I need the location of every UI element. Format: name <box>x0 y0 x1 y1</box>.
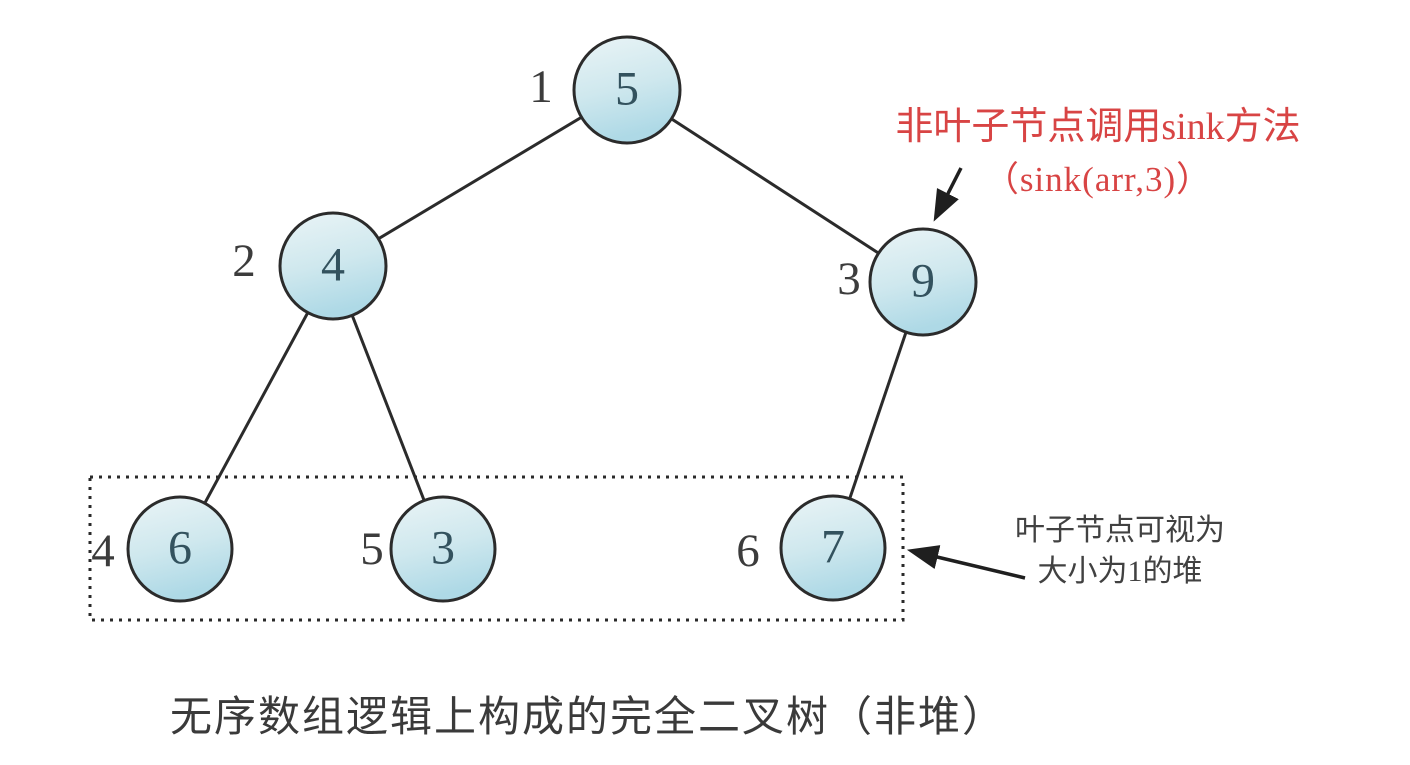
leaf-heap-annotation: 叶子节点可视为 大小为1的堆 <box>985 510 1255 593</box>
leaf-group-dotted-box <box>88 475 905 622</box>
node-value-6: 7 <box>821 520 845 574</box>
node-value-5: 3 <box>431 521 455 575</box>
node-circle-3 <box>389 495 497 603</box>
node-index-1: 1 <box>529 60 553 113</box>
node-index-6: 6 <box>736 524 760 577</box>
node-circle-root-5 <box>572 35 682 145</box>
sink-annotation-line1: 非叶子节点调用sink方法 <box>895 106 1301 148</box>
edge-1-3 <box>626 88 924 284</box>
node-value-3: 9 <box>911 254 935 308</box>
sink-annotation-line2: （sink(arr,3)） <box>983 159 1213 199</box>
node-value-1: 5 <box>615 62 639 116</box>
diagram-caption: 无序数组逻辑上构成的完全二叉树（非堆） <box>170 695 1007 741</box>
node-value-4: 6 <box>168 521 192 575</box>
tree-node-circles <box>126 35 978 603</box>
node-index-4: 4 <box>91 524 115 577</box>
node-circle-4 <box>278 211 388 321</box>
sink-annotation-arrow-icon <box>933 167 963 222</box>
tree-edges <box>178 88 925 550</box>
node-index-2: 2 <box>232 234 256 287</box>
leaf-annotation-line1: 叶子节点可视为 <box>1015 514 1225 547</box>
leaf-annotation-arrow-icon <box>906 545 1026 580</box>
node-index-5: 5 <box>360 522 384 575</box>
sink-method-annotation: 非叶子节点调用sink方法 （sink(arr,3)） <box>858 101 1338 205</box>
edge-1-2 <box>332 88 628 268</box>
node-circle-9 <box>868 227 978 337</box>
node-circle-6 <box>126 495 234 603</box>
node-circle-7 <box>779 494 887 602</box>
node-index-3: 3 <box>837 252 861 305</box>
node-value-2: 4 <box>321 238 345 292</box>
leaf-annotation-line2: 大小为1的堆 <box>1037 555 1203 589</box>
